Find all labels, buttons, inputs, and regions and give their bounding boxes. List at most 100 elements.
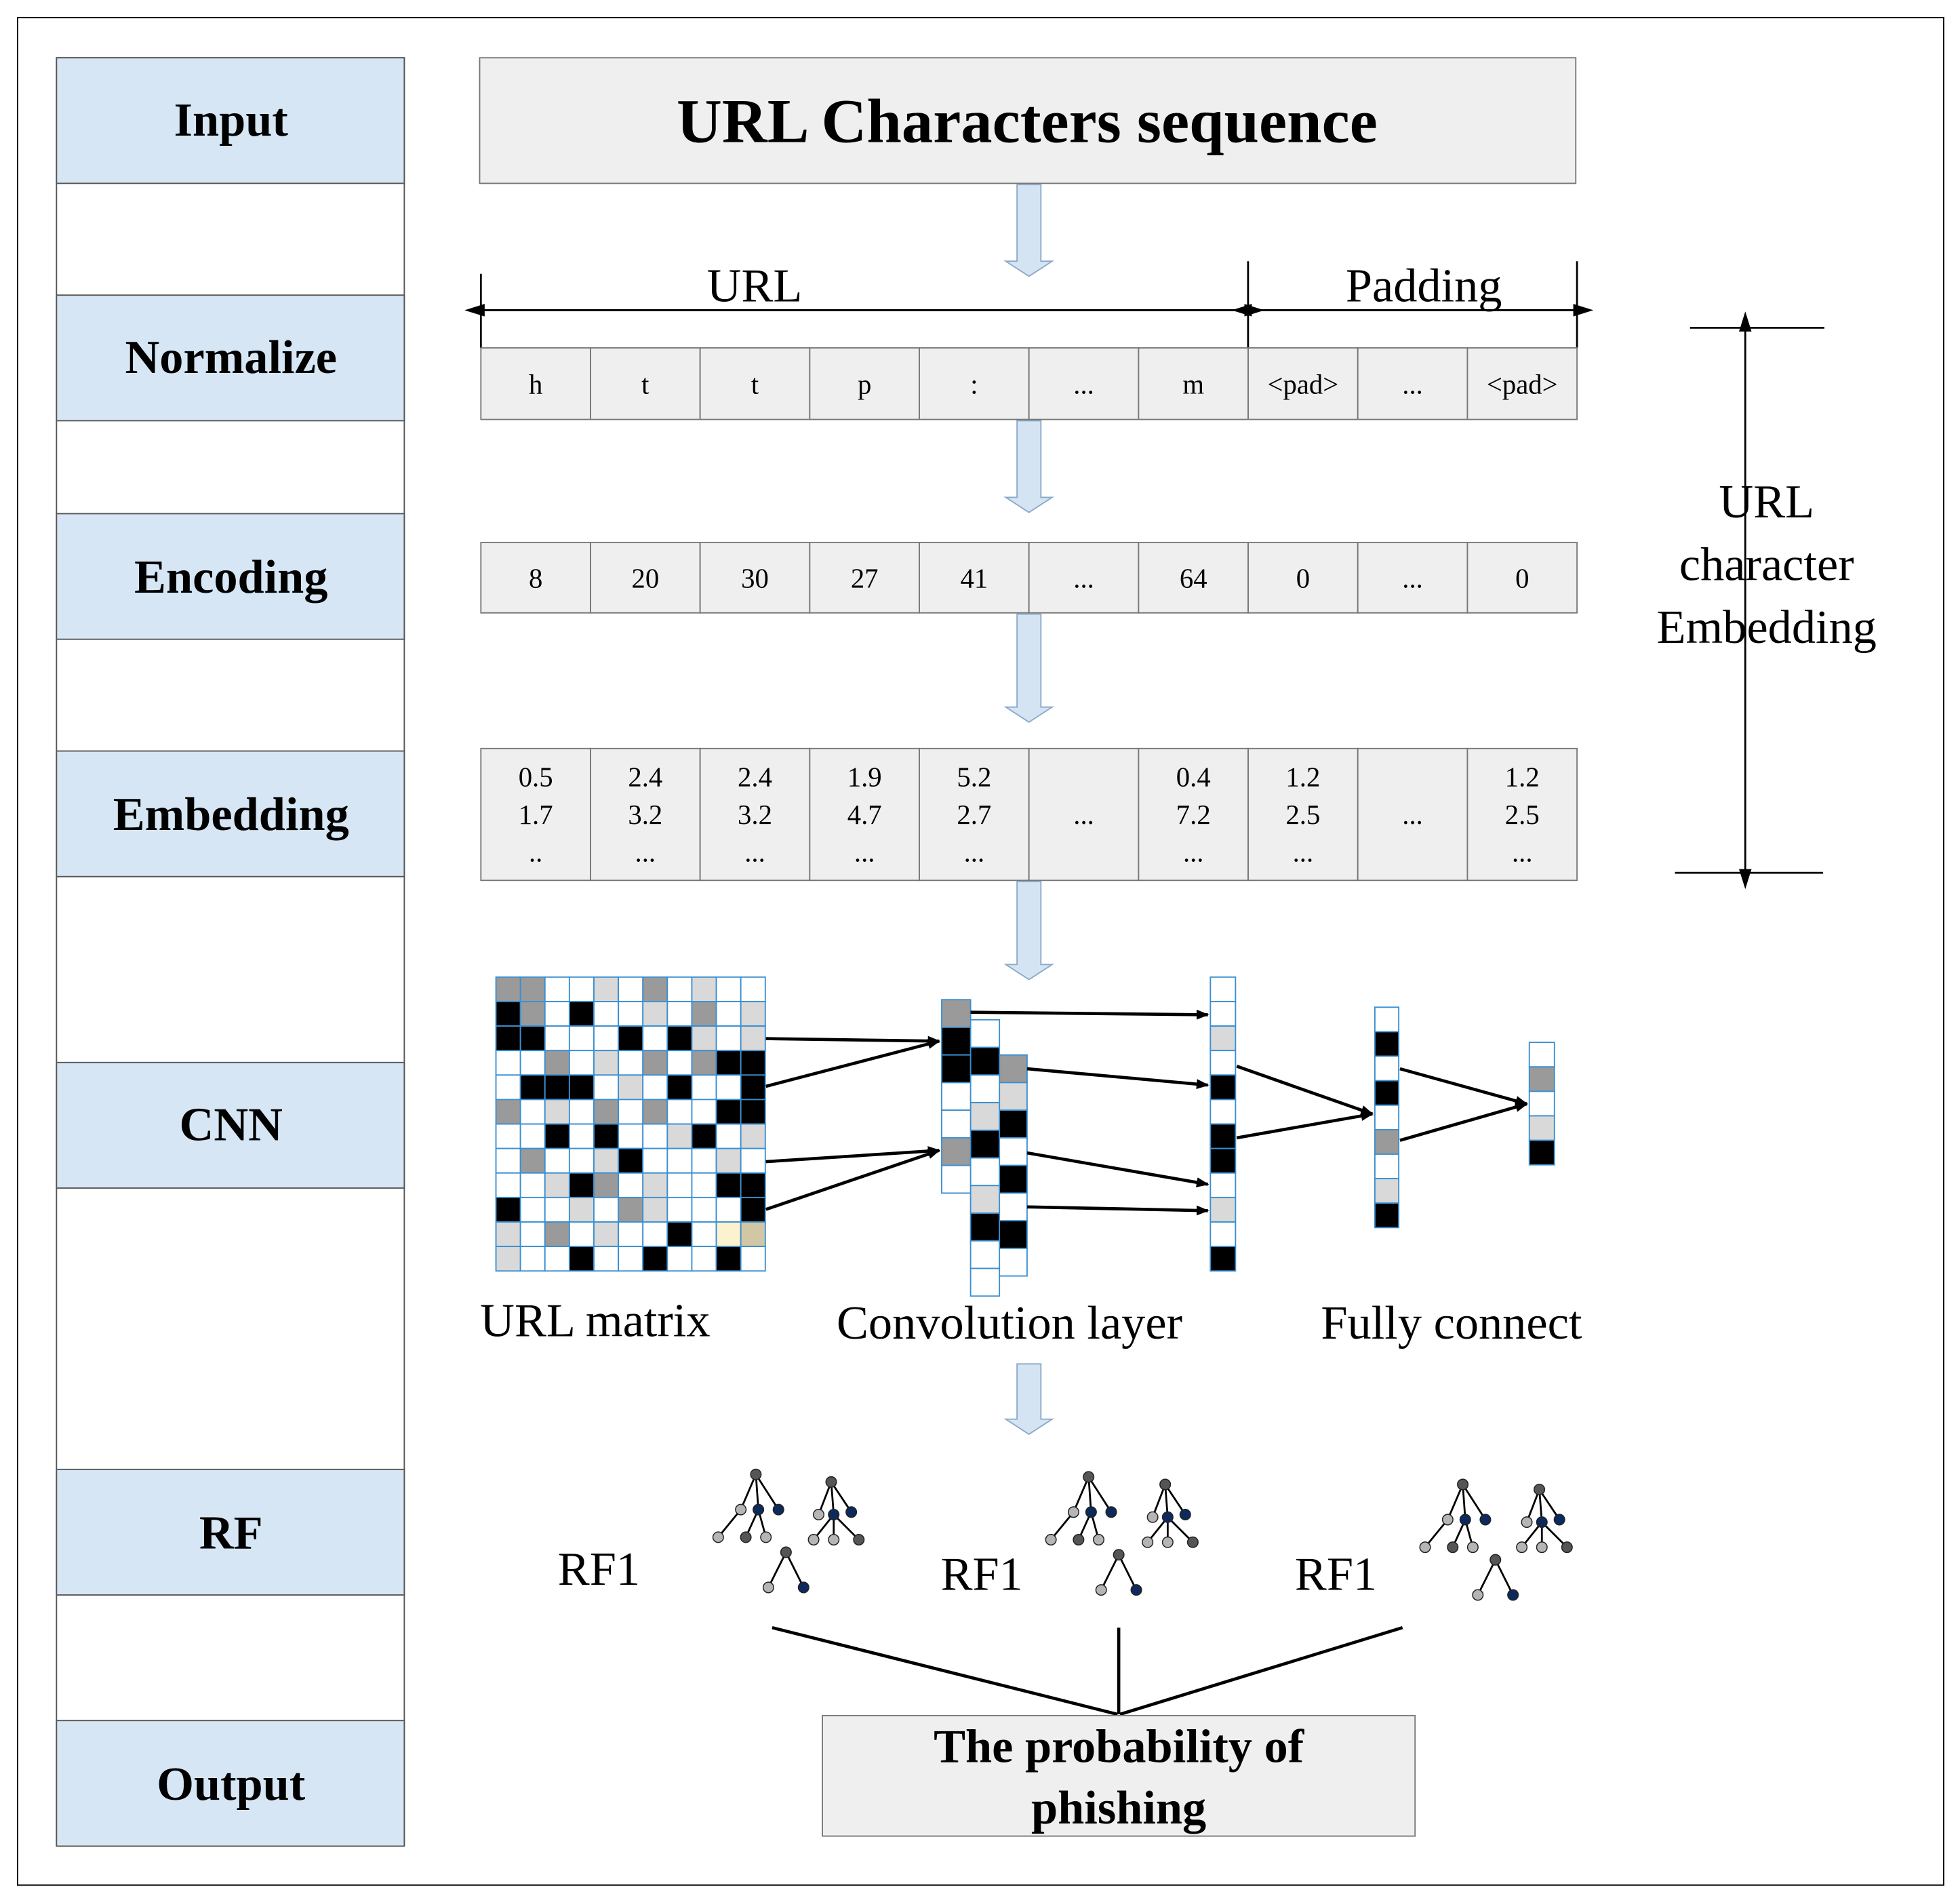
embedding-cell-text: ... (1512, 837, 1533, 867)
tree-edge (1073, 1476, 1089, 1513)
normalize-cell-text: t (751, 370, 759, 400)
url-matrix-cell (568, 1050, 595, 1076)
feature-cell (1209, 1025, 1237, 1052)
url-matrix-cell (593, 1172, 620, 1198)
url-matrix-cell (715, 1050, 742, 1076)
conv-cell (969, 1267, 1001, 1297)
tree-node (1095, 1584, 1107, 1596)
tree-edge (1462, 1484, 1487, 1520)
output-line2: phishing (1031, 1781, 1206, 1834)
url-matrix-cell (544, 1221, 570, 1248)
url-matrix-cell (691, 1246, 717, 1272)
cnn-connection-arrow (1026, 1151, 1209, 1187)
normalize-cell-text: h (529, 370, 542, 400)
stage-rf-box (56, 1468, 405, 1596)
url-matrix-cell (691, 1172, 717, 1198)
url-matrix-cell (495, 1172, 521, 1198)
url-matrix-cell (740, 1099, 766, 1125)
stage-normalize-label: Normalize (125, 331, 337, 384)
side-label-line1: URL (1719, 475, 1814, 528)
url-matrix-cell (519, 1221, 546, 1248)
embedding-cell-text: 2.5 (1505, 800, 1540, 830)
encoding-cell-text: 0 (1296, 564, 1310, 594)
url-matrix-cell (618, 1221, 644, 1248)
feature-cell (1209, 976, 1237, 1002)
embedding-cell-text: 3.2 (738, 800, 772, 830)
tree-node (1067, 1506, 1079, 1518)
conv-cell (969, 1157, 1001, 1187)
url-matrix-cell (715, 1246, 742, 1272)
url-matrix-cell (618, 1074, 644, 1101)
url-matrix-cell (519, 1147, 546, 1174)
url-matrix-cell (666, 1147, 693, 1174)
url-matrix-cell (495, 1025, 521, 1052)
url-matrix-cell (740, 1196, 766, 1223)
url-matrix-cell (568, 1172, 595, 1198)
down-arrow (1003, 1363, 1055, 1436)
url-matrix-cell (593, 1123, 620, 1149)
url-matrix-cell (544, 1196, 570, 1223)
embedding-cell-text: 1.2 (1505, 762, 1540, 792)
url-padding-brackets: URL Padding (464, 259, 1594, 349)
url-matrix-cell (618, 1172, 644, 1198)
random-forest-trees (712, 1468, 1573, 1601)
tree-node (1085, 1506, 1097, 1518)
url-matrix-cell (544, 1001, 570, 1027)
cnn-connection-arrow (1236, 1065, 1374, 1116)
url-matrix-cell (495, 1050, 521, 1076)
stage-output-label: Output (157, 1758, 306, 1811)
tree-node (1419, 1541, 1431, 1554)
embedding-cell (1028, 747, 1140, 882)
conv-cell (941, 1027, 972, 1056)
conv-cell (997, 1220, 1028, 1249)
tree-node (845, 1506, 858, 1518)
url-span-label: URL (707, 259, 803, 312)
url-matrix-cell (568, 1221, 595, 1248)
url-matrix-cell (568, 976, 595, 1002)
feature-cell (1209, 1123, 1237, 1149)
down-arrow (1003, 184, 1055, 277)
cnn-connection-arrow (1399, 1102, 1528, 1142)
embedding-cell-text: 7.2 (1176, 800, 1211, 830)
decision-tree (712, 1468, 784, 1543)
stage-embedding-box (56, 750, 405, 877)
url-matrix-cell (519, 1001, 546, 1027)
cnn-connection-arrow (1026, 1205, 1209, 1216)
tree-edge (1117, 1554, 1138, 1591)
url-matrix-cell (495, 1196, 521, 1223)
input-box-label: URL Characters sequence (677, 86, 1378, 156)
url-matrix-cell (715, 1001, 742, 1027)
url-matrix-cell (642, 1025, 668, 1052)
tree-node (1457, 1478, 1469, 1491)
url-matrix-cell (618, 976, 644, 1002)
cnn-connection-arrow (1399, 1067, 1528, 1106)
url-matrix-cell (568, 1025, 595, 1052)
url-matrix-cell (544, 1172, 570, 1198)
tree-edge (1447, 1484, 1464, 1520)
url-matrix-cell (642, 1172, 668, 1198)
url-matrix-cell (642, 1050, 668, 1076)
conv-cell (997, 1247, 1028, 1277)
embedding-cell-text: ... (1183, 837, 1204, 867)
input-box (479, 57, 1577, 184)
stage-rf-label: RF (199, 1507, 263, 1560)
url-matrix-cell (691, 1025, 717, 1052)
url-matrix-cell (618, 1001, 644, 1027)
tree-node (1534, 1483, 1546, 1495)
url-matrix-cell (495, 1074, 521, 1101)
url-matrix-cell (519, 1172, 546, 1198)
url-matrix-cell (666, 1246, 693, 1272)
tree-node (1073, 1534, 1085, 1546)
url-matrix-cell (666, 976, 693, 1002)
normalize-cell-text: <pad> (1268, 370, 1339, 400)
url-matrix-cell (666, 1172, 693, 1198)
embedding-cell-text: ... (1293, 837, 1314, 867)
cnn-connection-arrow (1026, 1067, 1209, 1090)
url-matrix-cell (642, 976, 668, 1002)
embedding-cell (1247, 747, 1359, 882)
normalize-cell-text: <pad> (1487, 370, 1558, 400)
embedding-cell-text: 2.4 (738, 762, 772, 792)
tree-node (828, 1508, 840, 1521)
url-matrix-cell (740, 1001, 766, 1027)
url-matrix-cell (642, 1147, 668, 1174)
